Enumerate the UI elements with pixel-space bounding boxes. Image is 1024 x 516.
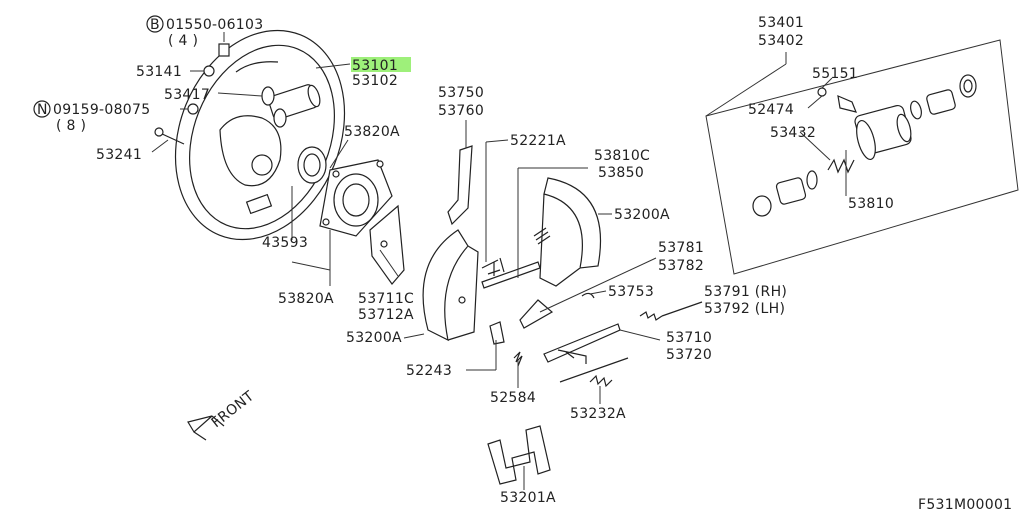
- brake-shoe-right: [539, 177, 602, 287]
- circle-n-letter: N: [37, 102, 48, 118]
- label-53760: 53760: [438, 103, 484, 119]
- label-53782: 53782: [658, 258, 704, 274]
- label-01550-qty: ( 4 ): [168, 33, 198, 49]
- circled-letters: B N: [33, 15, 164, 118]
- label-53820a-top: 53820A: [344, 124, 400, 140]
- label-53750: 53750: [438, 85, 484, 101]
- label-53810c: 53810C: [594, 148, 650, 164]
- label-53232a: 53232A: [570, 406, 626, 422]
- label-52474: 52474: [748, 102, 794, 118]
- bearing-housing: [297, 146, 393, 237]
- label-09159-qty: ( 8 ): [56, 118, 86, 134]
- adjuster-strut: [481, 227, 551, 289]
- bracket-53201a: [487, 425, 551, 485]
- label-52243: 52243: [406, 363, 452, 379]
- label-53850: 53850: [598, 165, 644, 181]
- label-53417: 53417: [164, 87, 210, 103]
- label-52221a: 52221A: [510, 133, 566, 149]
- plate-wheel-cylinder: [261, 84, 321, 128]
- label-53200a-left: 53200A: [346, 330, 402, 346]
- label-53792-lh: 53792 (LH): [704, 301, 785, 317]
- adjuster-plate: [369, 204, 405, 285]
- label-53402: 53402: [758, 33, 804, 49]
- label-highlight: [351, 57, 411, 72]
- label-55151: 55151: [812, 66, 858, 82]
- small-clip-52243: [489, 321, 505, 345]
- circle-b-letter: B: [150, 17, 160, 33]
- figure-code: F531M00001: [918, 497, 1012, 512]
- label-53791-rh: 53791 (RH): [704, 284, 787, 300]
- label-53102: 53102: [352, 73, 398, 89]
- label-53141: 53141: [136, 64, 182, 80]
- backing-plate: [174, 29, 346, 241]
- label-53241: 53241: [96, 147, 142, 163]
- front-label: FRONT: [209, 388, 258, 431]
- parking-lever: [519, 299, 621, 364]
- label-53432: 53432: [770, 125, 816, 141]
- springs: [513, 292, 703, 388]
- leader-lines: [151, 32, 847, 490]
- circle-n-icon: [33, 100, 51, 118]
- label-52584: 52584: [490, 390, 536, 406]
- label-53710: 53710: [666, 330, 712, 346]
- label-53753: 53753: [608, 284, 654, 300]
- brake-shoe-left: [422, 229, 479, 342]
- label-53101: 53101: [352, 58, 398, 74]
- hold-down-clip: [447, 145, 473, 226]
- label-53712a: 53712A: [358, 307, 414, 323]
- wheel-cylinder-box: [705, 39, 1019, 275]
- label-53820a-bottom: 53820A: [278, 291, 334, 307]
- label-53401: 53401: [758, 15, 804, 31]
- label-53711c: 53711C: [358, 291, 414, 307]
- label-53200a-right: 53200A: [614, 207, 670, 223]
- label-53201a: 53201A: [500, 490, 556, 506]
- label-53720: 53720: [666, 347, 712, 363]
- label-53781: 53781: [658, 240, 704, 256]
- label-01550-06103: 01550-06103: [166, 17, 263, 33]
- label-53810: 53810: [848, 196, 894, 212]
- circle-b-icon: [146, 15, 164, 33]
- label-43593: 43593: [262, 235, 308, 251]
- label-09159-08075: 09159-08075: [53, 102, 150, 118]
